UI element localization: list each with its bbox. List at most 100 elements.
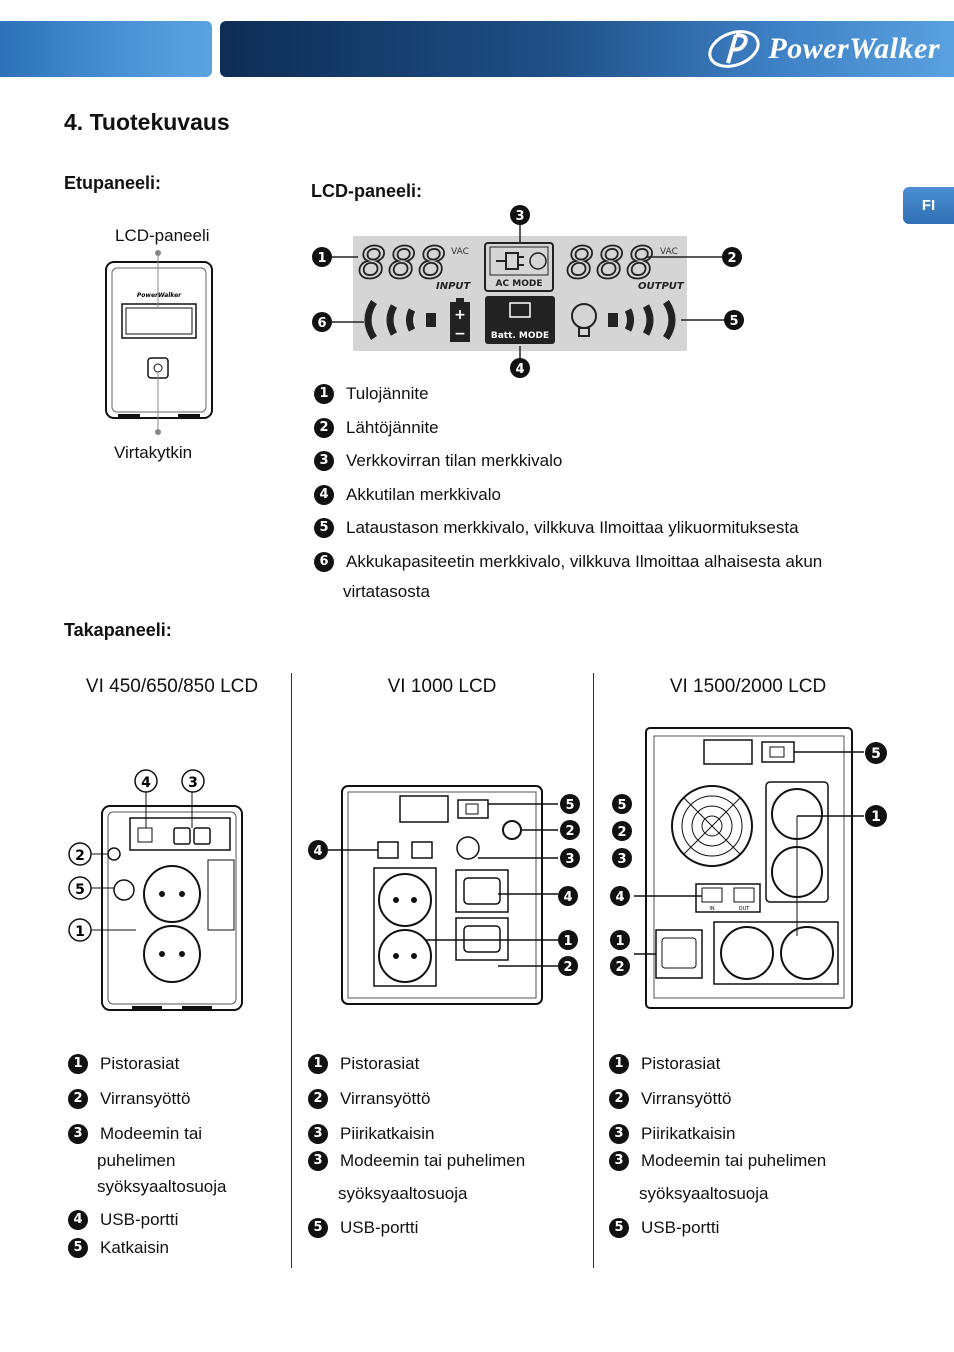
svg-text:4: 4 — [141, 775, 151, 791]
header-bar-left — [0, 21, 212, 77]
rear3-callout-5b: 5 — [612, 794, 632, 814]
svg-text:3: 3 — [188, 775, 198, 791]
svg-text:2: 2 — [615, 960, 624, 975]
svg-text:4: 4 — [313, 844, 322, 859]
svg-text:6: 6 — [317, 316, 326, 331]
column-divider — [291, 673, 292, 1268]
rear2-callout-1: 1 — [558, 930, 578, 950]
port-in-label: IN — [709, 906, 714, 912]
svg-text:4: 4 — [515, 362, 524, 377]
brand-logo: PowerWalker — [706, 27, 940, 71]
rear1-callout-3: 3 — [181, 769, 205, 793]
rear2-callout-2a: 2 — [560, 820, 580, 840]
svg-text:5: 5 — [75, 882, 85, 898]
front-panel-drawing: PowerWalker — [105, 250, 213, 435]
svg-text:3: 3 — [515, 209, 524, 224]
rear1-callout-1: 1 — [68, 918, 92, 942]
lcd-panel-drawing: 888 VAC INPUT AC MODE 888 VAC OUTPUT + −… — [312, 205, 744, 378]
svg-text:2: 2 — [727, 251, 736, 266]
rear2-callout-3a: 3 — [560, 848, 580, 868]
rear3-callout-1b: 1 — [610, 930, 630, 950]
col3-title: VI 1500/2000 LCD — [669, 676, 827, 697]
lcd-panel-heading: LCD-paneeli: — [311, 181, 423, 201]
svg-text:1: 1 — [871, 809, 881, 825]
col1-title: VI 450/650/850 LCD — [85, 676, 259, 697]
rear3-callout-3a: 3 — [612, 848, 632, 868]
svg-text:1: 1 — [75, 924, 85, 940]
rear3-callout-5a: 5 — [865, 742, 887, 764]
front-switch-label: Virtakytkin — [114, 443, 193, 462]
rear2-callout-2b: 2 — [558, 956, 578, 976]
output-vac: VAC — [660, 247, 678, 257]
front-lcd-label: LCD-paneeli — [115, 226, 210, 245]
svg-text:5: 5 — [729, 314, 738, 329]
svg-text:1: 1 — [563, 934, 572, 949]
legend-item-cont: syöksyaaltosuoja — [97, 1177, 227, 1196]
legend-item-cont: puhelimen — [97, 1151, 176, 1170]
svg-text:2: 2 — [565, 824, 574, 839]
svg-text:+: + — [454, 307, 466, 323]
rear-drawing-small: 4 3 2 5 1 — [68, 769, 243, 1011]
section-title: 4. Tuotekuvaus — [64, 109, 230, 135]
lcd-callout-3: 3 — [510, 205, 530, 225]
input-label: INPUT — [436, 281, 472, 292]
svg-text:−: − — [454, 326, 466, 342]
svg-text:5: 5 — [617, 798, 626, 813]
output-digits: 888 — [566, 238, 656, 289]
lcd-callout-4: 4 — [510, 358, 530, 378]
legend-item-cont: syöksyaaltosuoja — [338, 1184, 468, 1203]
ac-mode-label: AC MODE — [496, 279, 543, 289]
rear1-callout-2: 2 — [68, 842, 92, 866]
legend-item-cont: syöksyaaltosuoja — [639, 1184, 769, 1203]
input-vac: VAC — [451, 247, 469, 257]
svg-text:4: 4 — [563, 890, 572, 905]
front-mini-logo: PowerWalker — [137, 292, 182, 299]
rear3-callout-4: 4 — [610, 886, 630, 906]
rear3-callout-2b: 2 — [610, 956, 630, 976]
svg-text:4: 4 — [615, 890, 624, 905]
lcd-callout-1: 1 — [312, 247, 332, 267]
svg-text:2: 2 — [617, 825, 626, 840]
front-panel-heading: Etupaneeli: — [64, 173, 162, 193]
rear3-callout-2a: 2 — [612, 821, 632, 841]
svg-text:3: 3 — [617, 852, 626, 867]
rear1-callout-5: 5 — [68, 876, 92, 900]
rear3-callout-1a: 1 — [865, 805, 887, 827]
rear2-callout-5: 5 — [560, 794, 580, 814]
svg-text:2: 2 — [75, 848, 85, 864]
header-bar-right — [220, 21, 954, 77]
output-label: OUTPUT — [638, 281, 685, 292]
rear-drawing-large: IN OUT 5 1 5 2 3 4 1 2 — [610, 727, 887, 1009]
rear2-callout-4a: 4 — [308, 840, 328, 860]
language-tab-fi[interactable]: FI — [903, 187, 954, 224]
lcd-callout-6: 6 — [312, 312, 332, 332]
svg-text:5: 5 — [565, 798, 574, 813]
rear-drawing-medium: 5 2 3 4 4 1 2 — [308, 785, 580, 1005]
svg-text:2: 2 — [563, 960, 572, 975]
rear1-callout-4: 4 — [134, 769, 158, 793]
batt-mode-label: Batt. MODE — [491, 331, 549, 341]
powerwalker-logo-icon — [708, 30, 761, 68]
column-divider — [593, 673, 594, 1268]
